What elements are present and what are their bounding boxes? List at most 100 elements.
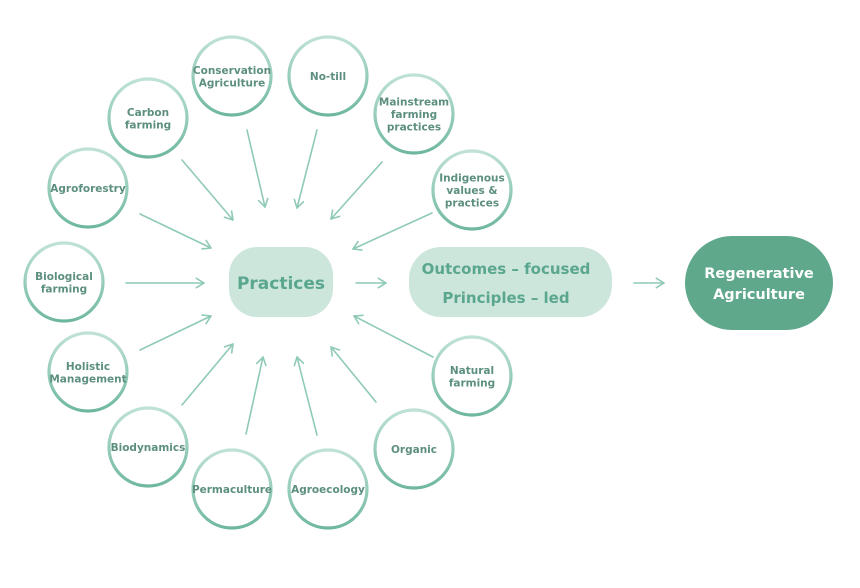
arrow: [181, 343, 234, 406]
bubble-label: farming: [391, 109, 437, 121]
arrow: [293, 356, 318, 436]
bubble-label: practices: [387, 122, 441, 134]
arrow-head: [201, 314, 212, 325]
bubble-label: Holistic: [66, 361, 110, 373]
arrow-shaft: [330, 346, 377, 403]
bubble-ring: [287, 448, 369, 530]
bubble-ring: [191, 448, 273, 530]
arrow: [139, 213, 212, 250]
bubble-label: Organic: [391, 444, 437, 456]
bubble-label: Carbon: [127, 107, 169, 119]
bubble-ring: [107, 406, 189, 488]
practice-bubbles: ConservationAgricultureNo-tillMainstream…: [23, 35, 513, 530]
arrow: [125, 277, 205, 289]
arrow-shaft: [139, 315, 212, 351]
bubble-label: farming: [41, 283, 87, 295]
bubble-label: practices: [445, 198, 499, 210]
arrow: [352, 212, 433, 251]
bubble-label: Biological: [35, 271, 93, 283]
regenerative-agriculture-pill: Regenerative Agriculture: [685, 236, 833, 330]
bubble-label: farming: [125, 119, 171, 131]
arrow: [633, 277, 665, 289]
arrow-head: [330, 346, 341, 357]
arrow-head: [353, 314, 364, 325]
arrow: [246, 129, 269, 208]
bubble-ring: [431, 335, 513, 417]
bubble-ring: [373, 408, 455, 490]
arrow-head: [201, 239, 212, 250]
regenerative-pill-shape: [685, 236, 833, 330]
bubble-label: Management: [49, 373, 126, 385]
bubble-organic: Organic: [373, 408, 455, 490]
bubble-ring: [431, 149, 513, 231]
arrow-shaft: [181, 343, 234, 406]
practices-label: Practices: [237, 274, 325, 294]
arrow: [353, 314, 434, 358]
bubble-label: Agriculture: [199, 77, 266, 89]
bubble-label: Indigenous: [439, 173, 505, 185]
arrow-head: [255, 356, 267, 367]
arrow-head: [195, 277, 205, 289]
bubble-ring: [373, 73, 455, 155]
arrow: [293, 129, 318, 209]
bubble-label: Natural: [450, 365, 494, 377]
bubble-no-till: No-till: [287, 35, 369, 117]
arrow-shaft: [296, 356, 318, 436]
bubble-agroforestry: Agroforestry: [47, 147, 129, 229]
bubble-label: No-till: [310, 71, 346, 83]
arrow: [355, 277, 387, 289]
arrow-head: [293, 198, 305, 209]
arrow: [139, 314, 212, 351]
outcomes-label: Outcomes – focused: [422, 260, 591, 278]
bubble-ring: [107, 77, 189, 159]
bubble-label: farming: [449, 377, 495, 389]
bubble-label: Biodynamics: [111, 442, 186, 454]
bubble-label: Conservation: [193, 65, 271, 77]
bubble-agroecology: Agroecology: [287, 448, 369, 530]
bubble-ring: [47, 331, 129, 413]
bubble-ring: [287, 35, 369, 117]
practices-pill-shape: [229, 247, 333, 317]
arrow-shaft: [352, 212, 433, 250]
bubble-ring: [23, 241, 105, 323]
arrow: [330, 346, 377, 403]
arrow-shaft: [330, 161, 383, 220]
arrow-shaft: [245, 356, 264, 435]
arrow-head: [352, 240, 363, 251]
bubble-permaculture: Permaculture: [191, 448, 273, 530]
arrow-head: [330, 209, 341, 220]
arrows-layer: [125, 129, 665, 436]
arrow-head: [223, 210, 234, 221]
bubble-label: values &: [446, 185, 497, 197]
bubble-label: Agroecology: [291, 484, 365, 496]
arrow-shaft: [181, 159, 234, 221]
principles-label: Principles – led: [442, 289, 569, 307]
practices-pill: Practices: [229, 247, 333, 317]
arrow: [245, 356, 267, 435]
arrow-head: [377, 277, 387, 289]
outcomes-pill: Outcomes – focused Principles – led: [409, 247, 612, 317]
arrow-shaft: [246, 129, 266, 208]
arrow: [181, 159, 234, 221]
bubble-label: Permaculture: [192, 484, 272, 496]
arrow-shaft: [139, 213, 212, 249]
arrow-head: [257, 197, 269, 208]
bubble-biodynamics: Biodynamics: [107, 406, 189, 488]
agriculture-label: Agriculture: [713, 287, 805, 303]
arrow: [330, 161, 383, 220]
outcomes-pill-shape: [409, 247, 612, 317]
bubble-ring: [47, 147, 129, 229]
bubble-ring: [191, 35, 273, 117]
regenerative-label: Regenerative: [704, 266, 814, 282]
bubble-label: Mainstream: [379, 97, 449, 109]
arrow-head: [655, 277, 665, 289]
